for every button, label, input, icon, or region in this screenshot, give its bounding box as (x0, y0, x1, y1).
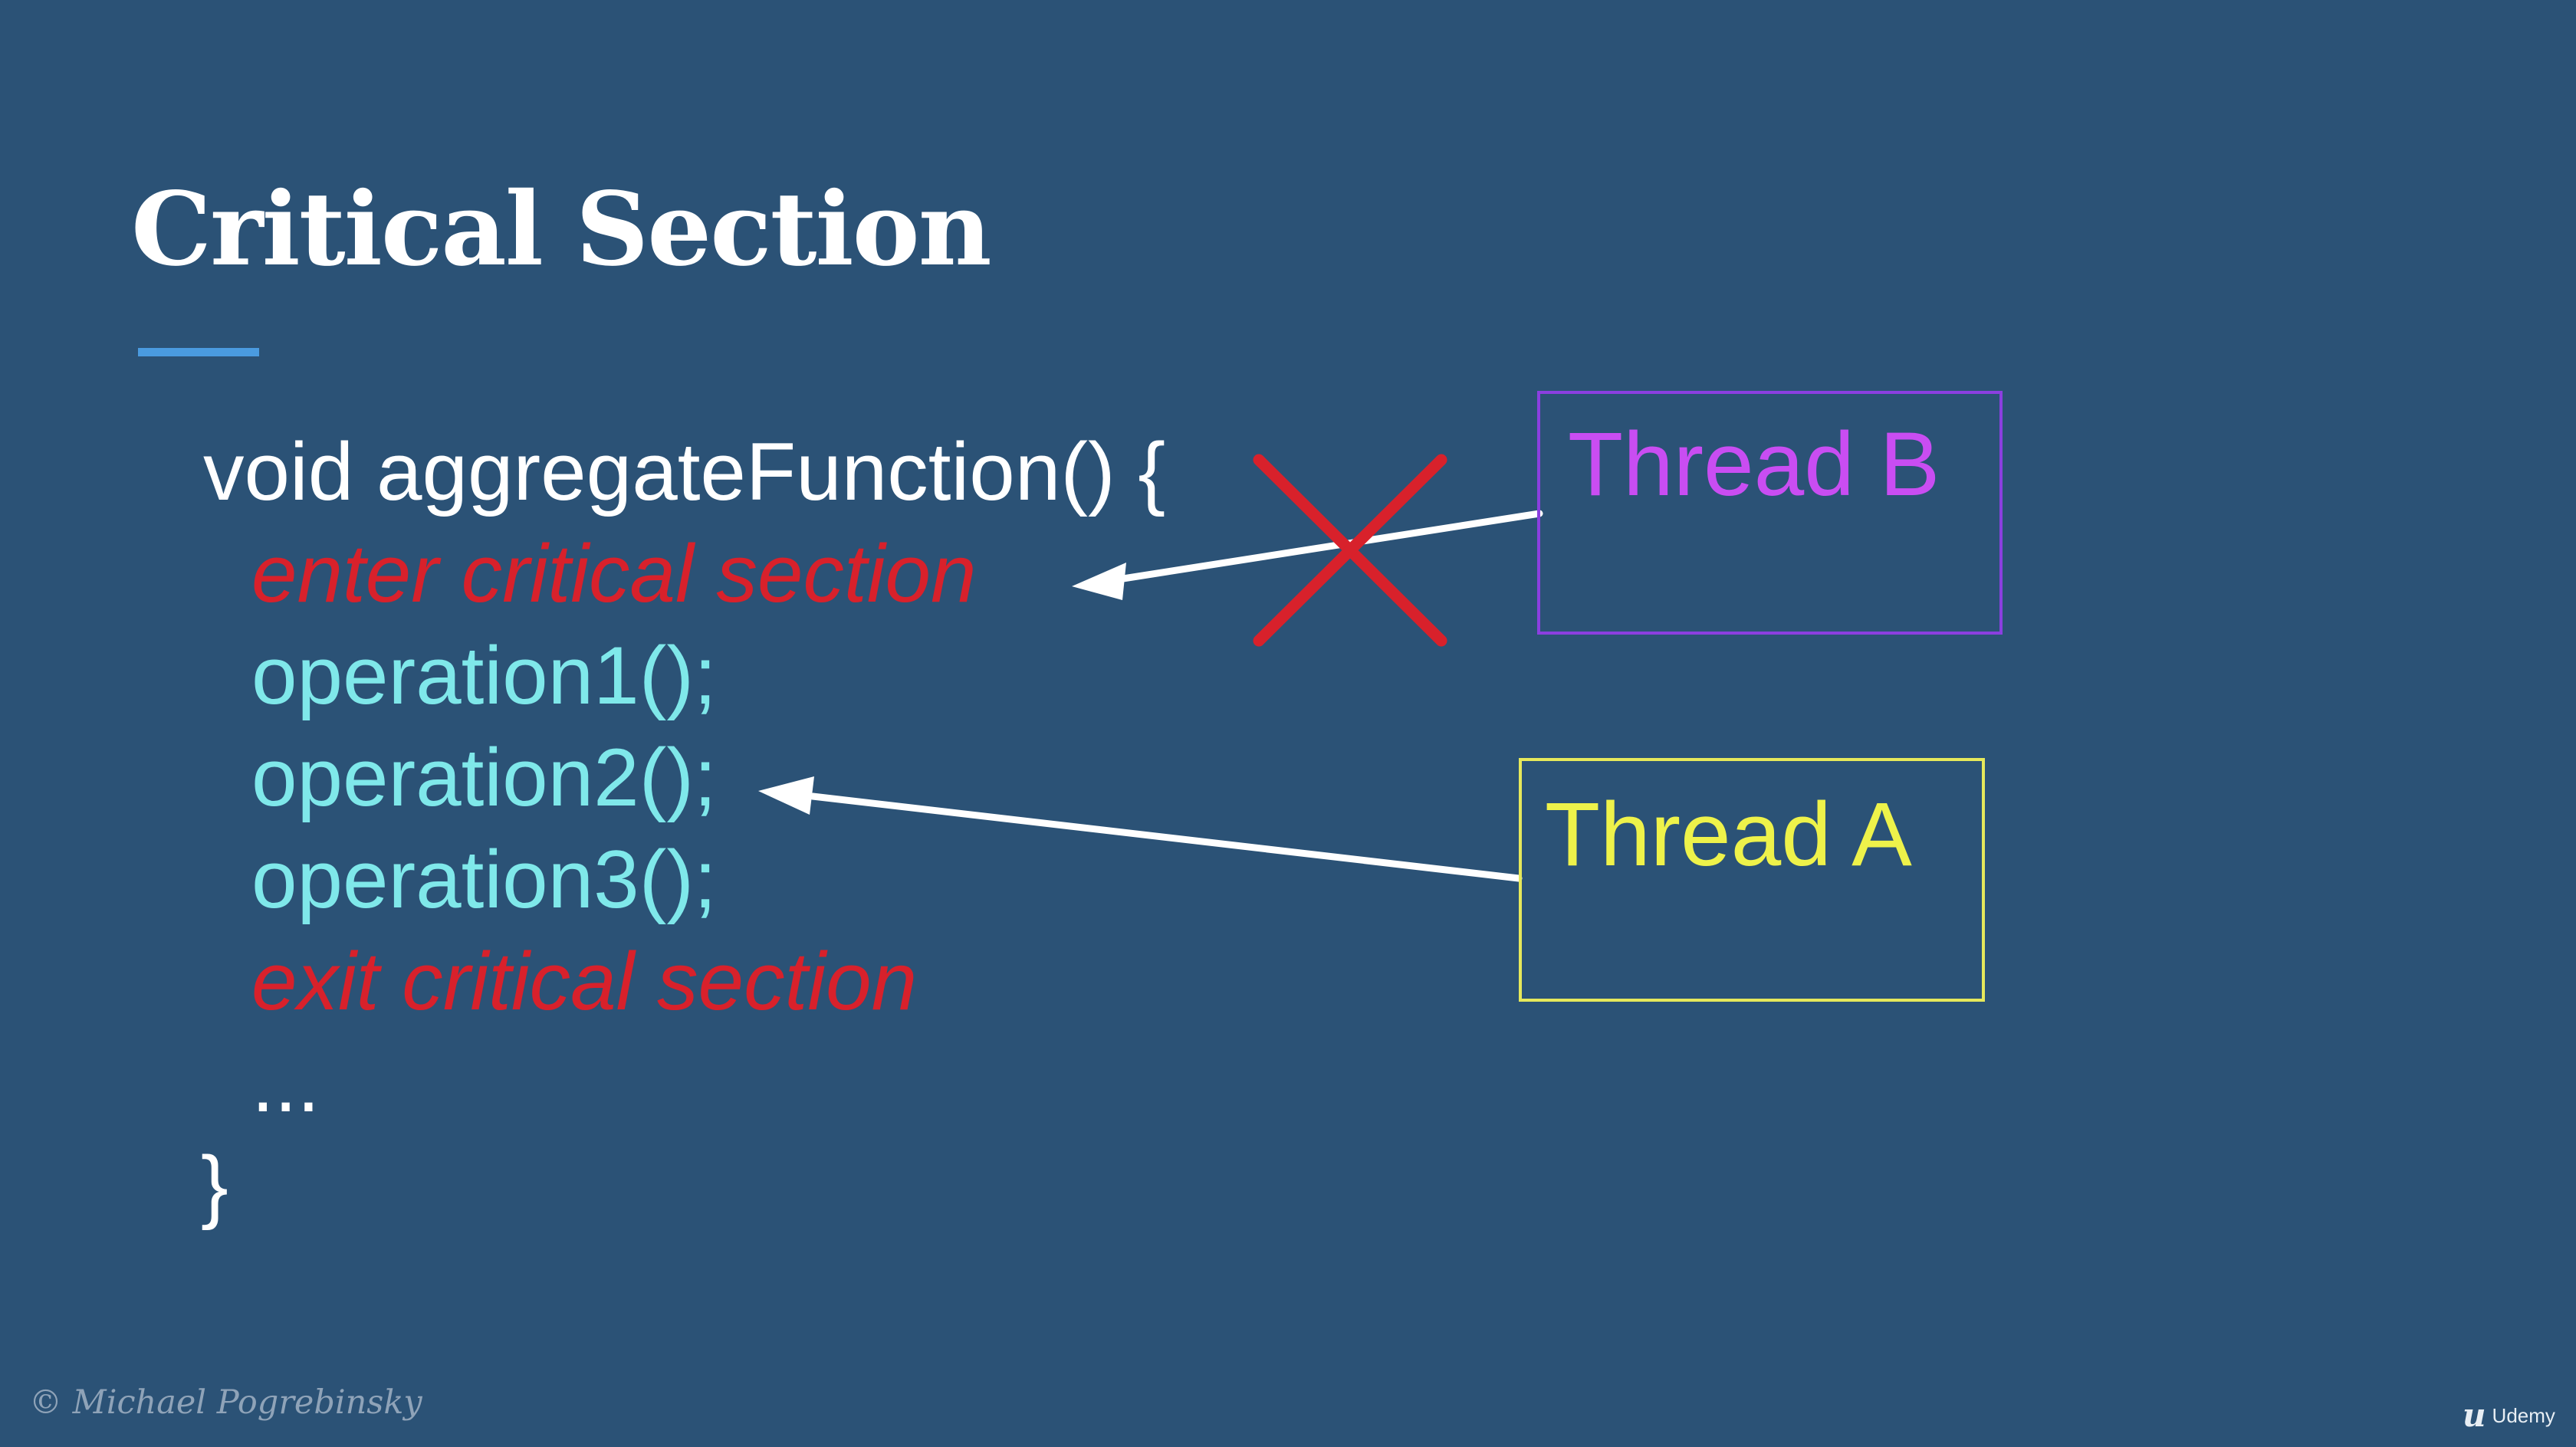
udemy-wordmark: Udemy (2492, 1404, 2555, 1427)
code-line-closing-brace: } (201, 1139, 228, 1231)
red-x-cross-icon (1253, 454, 1447, 647)
code-line-operation3: operation3(); (251, 833, 717, 925)
thread-a-box: Thread A (1519, 758, 1985, 1002)
copyright-notice: © Michael Pogrebinsky (29, 1383, 422, 1422)
thread-a-label: Thread A (1545, 784, 1912, 885)
thread-a-arrow-icon (758, 776, 1523, 882)
thread-b-label: Thread B (1568, 414, 1940, 515)
udemy-logo-icon: u Udemy (2463, 1396, 2555, 1435)
title-underline (138, 348, 259, 356)
thread-b-box: Thread B (1537, 391, 2003, 635)
code-line-exit-critical-section: exit critical section (251, 935, 918, 1027)
code-line-operation2: operation2(); (251, 731, 717, 823)
code-line-operation1: operation1(); (251, 629, 717, 721)
code-line-ellipsis: ... (251, 1037, 320, 1129)
thread-b-arrow-icon (1072, 510, 1543, 600)
slide-title: Critical Section (131, 170, 992, 289)
code-line-function-signature: void aggregateFunction() { (203, 425, 1166, 517)
code-line-enter-critical-section: enter critical section (251, 527, 977, 619)
udemy-mark: u (2463, 1396, 2486, 1434)
